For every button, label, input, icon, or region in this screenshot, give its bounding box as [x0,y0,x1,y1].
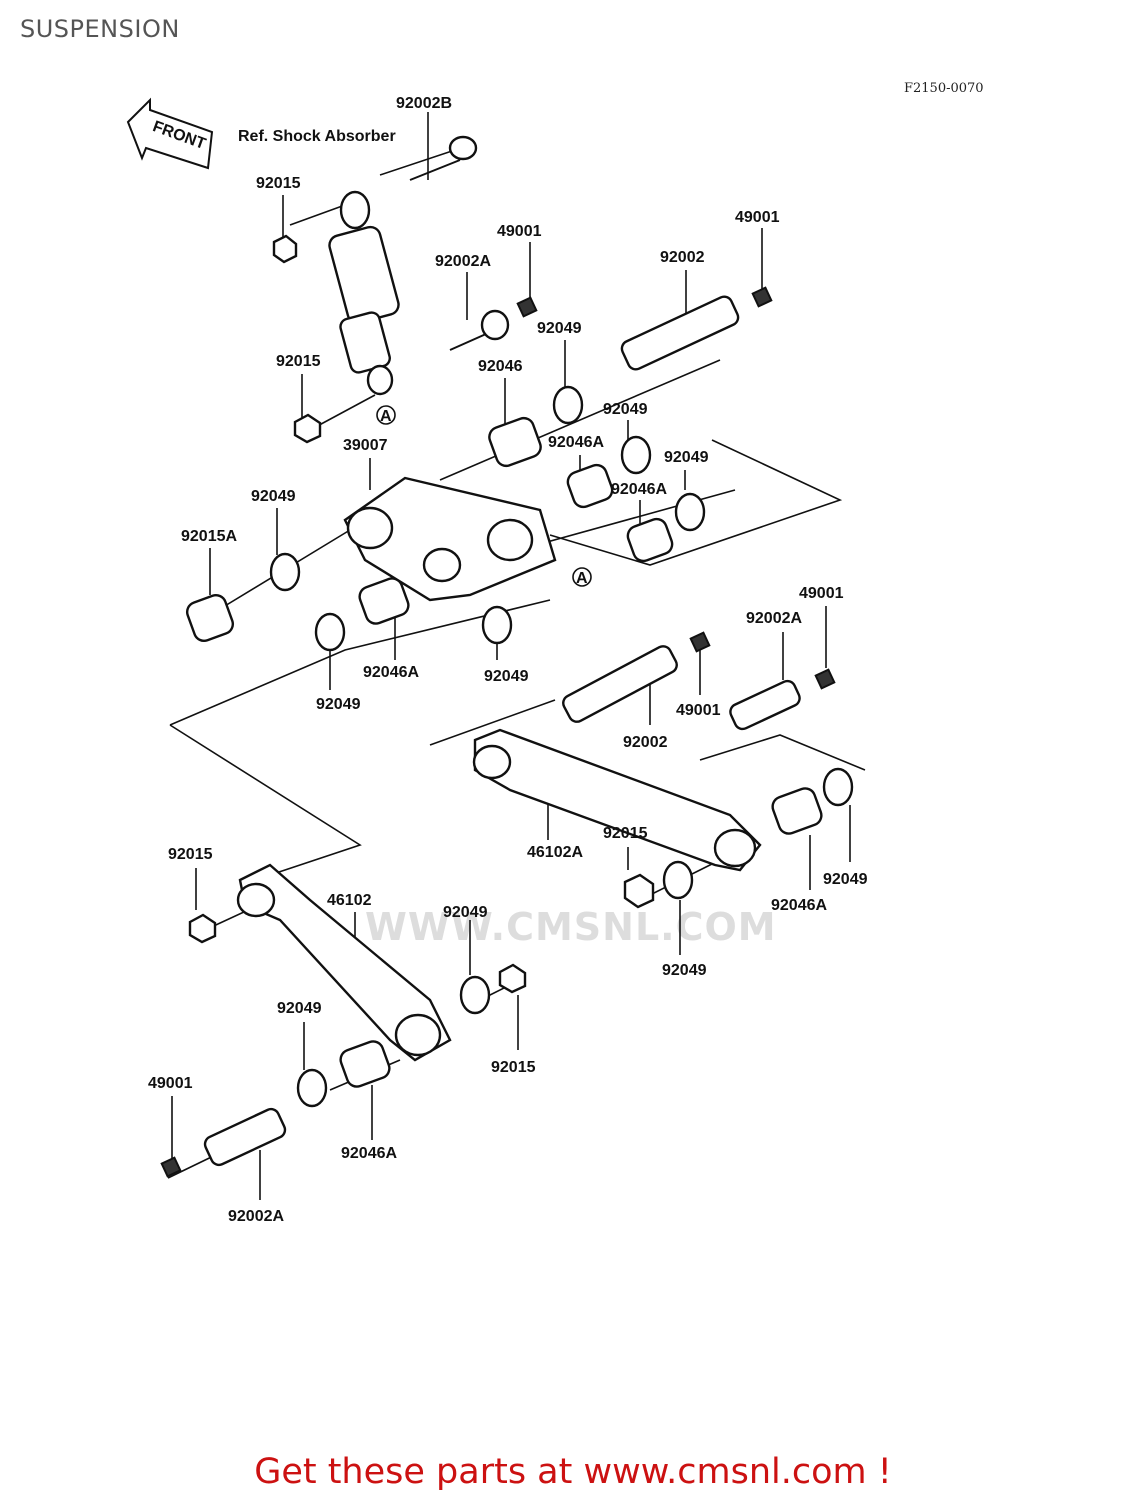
front-arrow-icon: FRONT [126,97,214,170]
part-label: 92015 [168,846,213,863]
part-label: 92049 [316,696,361,713]
tie-rod-46102A [472,728,762,872]
part-label: 92015 [603,825,648,842]
ref-shock-absorber-label: Ref. Shock Absorber [238,128,396,145]
part-label: 92046A [363,664,419,681]
shock-absorber [328,190,400,396]
part-label: 92049 [664,449,709,466]
bolt-92002A-lower [203,1107,287,1167]
marker-a-lower: A [572,567,592,587]
grease-nipples [160,286,836,1178]
tie-rod-46102 [236,863,452,1062]
part-label: 49001 [735,209,780,226]
rocker-arm-39007 [343,476,557,602]
leader-lines [167,112,866,1200]
watermark: WWW.CMSNL.COM [365,905,777,949]
suspension-diagram: FRONT Ref. Shock Absorber [126,95,868,1225]
part-label: 92049 [251,488,296,505]
part-label: 92049 [662,962,707,979]
part-label: 92049 [603,401,648,418]
part-label: 46102A [527,844,583,861]
part-label: 92015 [491,1059,536,1076]
part-label: 49001 [148,1075,193,1092]
footer-link[interactable]: Get these parts at www.cmsnl.com ! [254,1452,892,1492]
part-label: 92002A [746,610,802,627]
bolt-92002A-upper [449,309,510,351]
part-label: 92002 [660,249,705,266]
bolt-92002B [409,135,478,181]
part-label: 46102 [327,892,372,909]
part-label: 92046A [611,481,667,498]
part-label: 92002 [623,734,668,751]
svg-text:A: A [576,570,588,587]
part-label: 49001 [799,585,844,602]
diagram-code: F2150-0070 [904,81,984,96]
part-label: 39007 [343,437,388,454]
bolt-92002A-mid [729,679,801,731]
page-title: SUSPENSION [20,15,180,43]
part-label: 92002B [396,95,452,112]
part-label: 92002A [228,1208,284,1225]
part-label: 92049 [484,668,529,685]
bearings [339,416,823,1088]
part-label: 92049 [537,320,582,337]
part-label: 92046A [771,897,827,914]
part-label: 92049 [443,904,488,921]
svg-text:A: A [380,408,392,425]
nuts [185,234,655,994]
part-label: 49001 [676,702,721,719]
bolt-92002-lower [562,645,678,723]
marker-a-upper: A [376,405,396,425]
part-label: 92015A [181,528,237,545]
part-label: 92046 [478,358,523,375]
part-label: 92046A [341,1145,397,1162]
part-label: 92002A [435,253,491,270]
part-label: 92049 [277,1000,322,1017]
part-label: 92015 [276,353,321,370]
bolt-92002-upper [620,295,740,371]
part-label: 92015 [256,175,301,192]
part-label: 92046A [548,434,604,451]
seals [269,385,854,1108]
part-label: 49001 [497,223,542,240]
front-arrow-label: FRONT [150,118,208,153]
part-label: 92049 [823,871,868,888]
